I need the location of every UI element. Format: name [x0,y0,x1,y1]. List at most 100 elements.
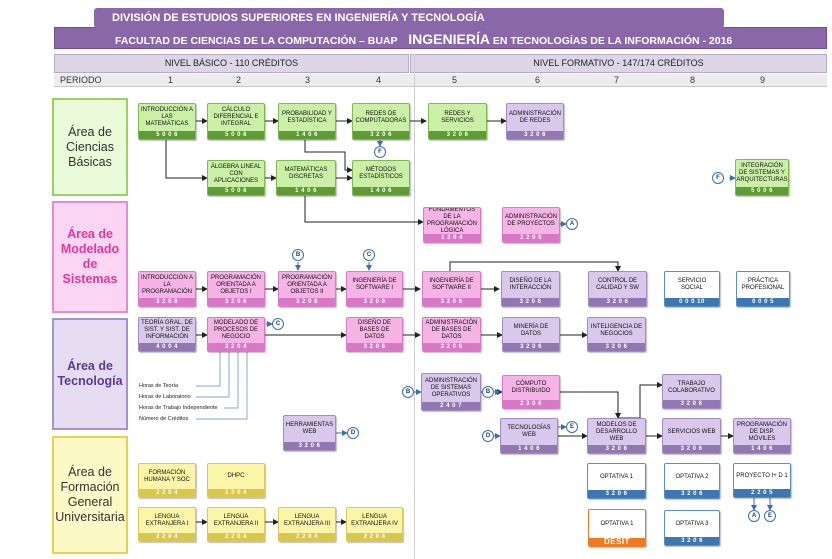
course-title: CONTROL DE CALIDAD Y SW [596,278,639,291]
course-title: TRABAJO COLABORATIVO [668,380,715,394]
course-diseno-interaccion[interactable]: DISEÑO DE LA INTERACCIÓN 3 2 0 6 [501,271,560,307]
course-credits: 2 2 0 4 [139,489,195,497]
course-credits: 3 2 0 6 [663,400,720,408]
marker-f: F [374,146,386,158]
course-credits: 1 3 0 4 [424,234,480,242]
course-trabajo-colaborativo[interactable]: TRABAJO COLABORATIVO 3 2 0 6 [662,374,721,409]
division-header: DIVISIÓN DE ESTUDIOS SUPERIORES EN INGEN… [94,8,724,28]
course-title: MÉTODOS ESTADÍSTICOS [359,167,403,180]
course-title: OPTATIVA 3 [675,520,709,527]
course-teoria-sistemas[interactable]: TEORÍA GRAL. DE SIST. Y SIST. DE INFORMA… [138,317,196,352]
course-title: FUNDAMENTOS DE LA PROGRAMACIÓN LÓGICA [426,207,477,234]
course-title: MINERÍA DE DATOS [513,323,549,337]
marker-c: C [272,318,284,330]
course-title: SERVICIOS WEB [667,428,716,435]
course-credits: 2 2 0 5 [734,489,790,497]
program-subtitle: EN TECNOLOGÍAS DE LA INFORMACIÓN - 2016 [492,35,733,47]
course-title: REDES DE COMPUTADORAS [355,110,407,124]
course-credits: 3 2 0 6 [665,490,719,498]
course-title: SERVICIO SOCIAL [677,278,707,291]
course-title: MODELOS DE DESARROLLO WEB [595,421,637,442]
course-credits: 1 4 0 6 [277,187,335,195]
course-title: LENGUA EXTRANJERA I [145,513,189,527]
course-title: OPTATIVA 2 [675,473,709,480]
period-number: 1 [168,75,174,85]
period-number: 4 [376,75,382,85]
course-title: PRÁCTICA PROFESIONAL [741,278,785,291]
period-row [54,74,827,87]
marker-f: F [712,172,724,184]
course-modelos-desarrollo-web[interactable]: MODELOS DE DESARROLLO WEB 3 2 0 6 [587,418,646,454]
course-credits: 3 2 0 6 [353,131,409,139]
course-lengua-extranjera-3[interactable]: LENGUA EXTRANJERA III 2 2 0 4 [278,507,336,542]
course-title: ADMINISTRACIÓN DE SISTEMAS OPERATIVOS [424,377,477,398]
course-title: DISEÑO DE LA INTERACCIÓN [509,278,552,291]
course-credits: 3 2 0 6 [588,445,645,453]
course-credits: 5 0 0 6 [208,131,264,139]
course-title: INTEGRACIÓN DE SISTEMAS Y ARQUITECTURAS [736,163,788,183]
course-credits: 2 2 0 4 [279,533,335,541]
course-title: OPTATIVA 1 [599,473,633,480]
area-formacion-general: Área de Formación General Universitaria [52,436,128,554]
course-credits: 1 4 0 6 [279,131,335,139]
course-credits: 3 2 0 6 [502,298,559,306]
course-title: LENGUA EXTRANJERA III [283,513,330,527]
marker-b: B [292,249,304,261]
marker-d: D [347,427,359,439]
course-title: INTELIGENCIA DE NEGOCIOS [590,323,643,337]
period-number: 3 [305,75,311,85]
program-name: INGENIERÍA [408,31,490,47]
course-title: REDES Y SERVICIOS [441,110,474,124]
period-number: 6 [535,75,541,85]
level-divider [414,54,415,559]
course-title: INGENIERÍA DE SOFTWARE II [429,278,474,291]
course-optativa-2[interactable]: OPTATIVA 2 3 2 0 6 [664,463,720,499]
course-credits: 3 2 0 6 [423,343,480,351]
faculty-name: FACULTAD DE CIENCIAS DE LA COMPUTACIÓN –… [115,35,398,47]
course-redes-computadoras[interactable]: REDES DE COMPUTADORAS 3 2 0 6 [352,103,410,140]
course-title: LENGUA EXTRANJERA IV [351,513,398,527]
course-title: INGENIERÍA DE SOFTWARE I [352,278,397,291]
course-credits: 4 0 0 4 [139,343,195,351]
